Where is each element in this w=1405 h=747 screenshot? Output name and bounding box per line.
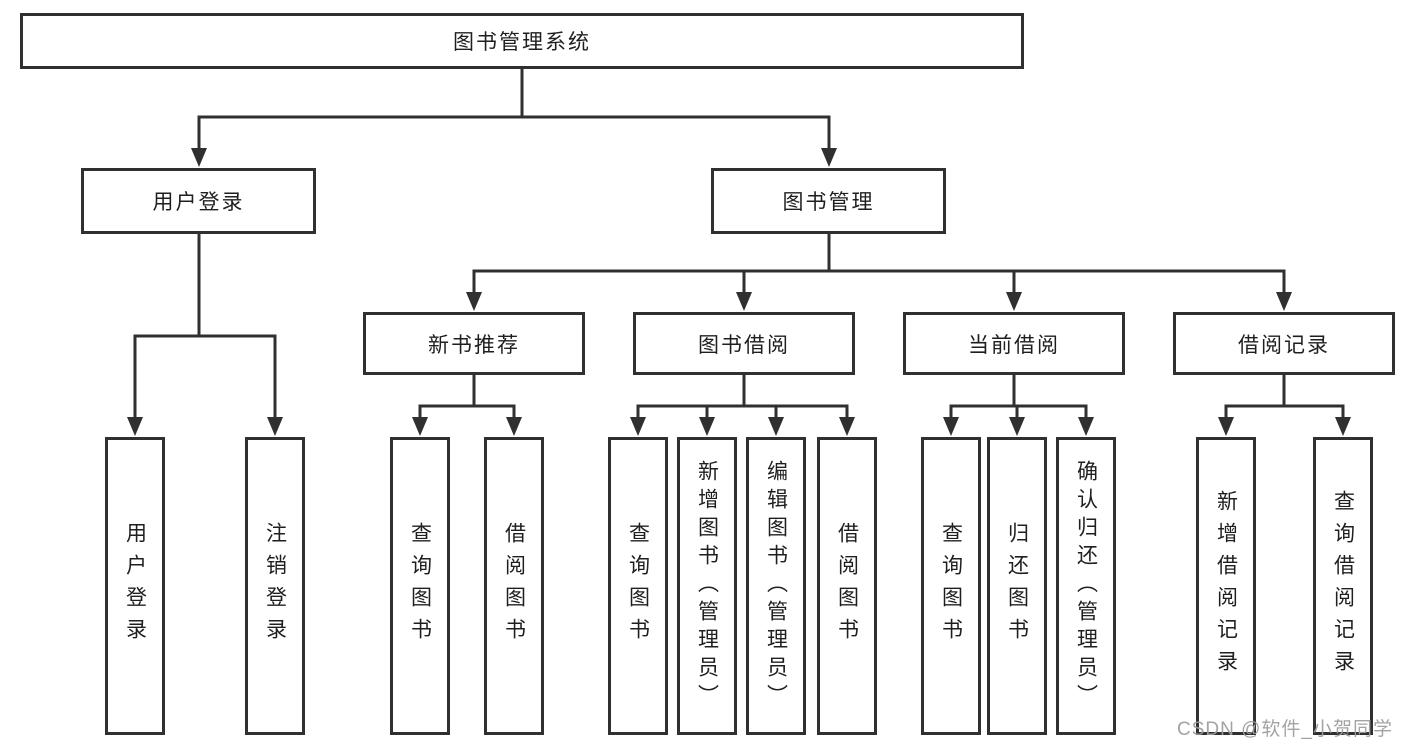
leaf-current-confirm-return-admin-label: 确认归还（管理员） (1074, 460, 1098, 712)
node-book-borrow-label: 图书借阅 (698, 333, 790, 357)
node-new-book-recommend: 新书推荐 (363, 312, 585, 375)
node-book-management: 图书管理 (711, 168, 946, 234)
leaf-user-login: 用户登录 (105, 437, 165, 735)
node-current-borrow-label: 当前借阅 (968, 333, 1060, 357)
leaf-recommend-query-book-label: 查询图书 (408, 522, 432, 650)
leaf-user-login-label: 用户登录 (123, 522, 147, 650)
leaf-borrow-borrow-book-label: 借阅图书 (835, 522, 859, 650)
node-borrow-record: 借阅记录 (1173, 312, 1395, 375)
leaf-record-add-record: 新增借阅记录 (1196, 437, 1256, 735)
leaf-borrow-edit-book-admin-label: 编辑图书（管理员） (764, 460, 788, 712)
node-book-borrow: 图书借阅 (633, 312, 855, 375)
node-new-book-recommend-label: 新书推荐 (428, 333, 520, 357)
leaf-borrow-query-book-label: 查询图书 (626, 522, 650, 650)
node-library-system-label: 图书管理系统 (453, 31, 591, 54)
leaf-current-query-book-label: 查询图书 (939, 522, 963, 650)
node-user-login: 用户登录 (81, 168, 316, 234)
leaf-borrow-query-book: 查询图书 (608, 437, 668, 735)
node-current-borrow: 当前借阅 (903, 312, 1125, 375)
node-user-login-label: 用户登录 (152, 191, 245, 214)
leaf-recommend-borrow-book-label: 借阅图书 (502, 522, 526, 650)
leaf-record-query-record: 查询借阅记录 (1313, 437, 1373, 735)
leaf-borrow-add-book-admin-label: 新增图书（管理员） (695, 460, 719, 712)
leaf-recommend-query-book: 查询图书 (390, 437, 450, 735)
leaf-current-return-book-label: 归还图书 (1005, 522, 1029, 650)
node-borrow-record-label: 借阅记录 (1238, 333, 1330, 357)
leaf-current-query-book: 查询图书 (921, 437, 981, 735)
leaf-logout: 注销登录 (245, 437, 305, 735)
leaf-logout-label: 注销登录 (263, 522, 287, 650)
leaf-borrow-add-book-admin: 新增图书（管理员） (677, 437, 737, 735)
leaf-borrow-edit-book-admin: 编辑图书（管理员） (746, 437, 806, 735)
node-library-system: 图书管理系统 (20, 13, 1024, 69)
leaf-borrow-borrow-book: 借阅图书 (817, 437, 877, 735)
csdn-watermark: CSDN @软件_小贺同学 (1177, 719, 1393, 740)
leaf-record-add-record-label: 新增借阅记录 (1214, 490, 1238, 682)
node-book-management-label: 图书管理 (782, 191, 875, 214)
leaf-record-query-record-label: 查询借阅记录 (1331, 490, 1355, 682)
leaf-recommend-borrow-book: 借阅图书 (484, 437, 544, 735)
leaf-current-confirm-return-admin: 确认归还（管理员） (1056, 437, 1116, 735)
leaf-current-return-book: 归还图书 (987, 437, 1047, 735)
